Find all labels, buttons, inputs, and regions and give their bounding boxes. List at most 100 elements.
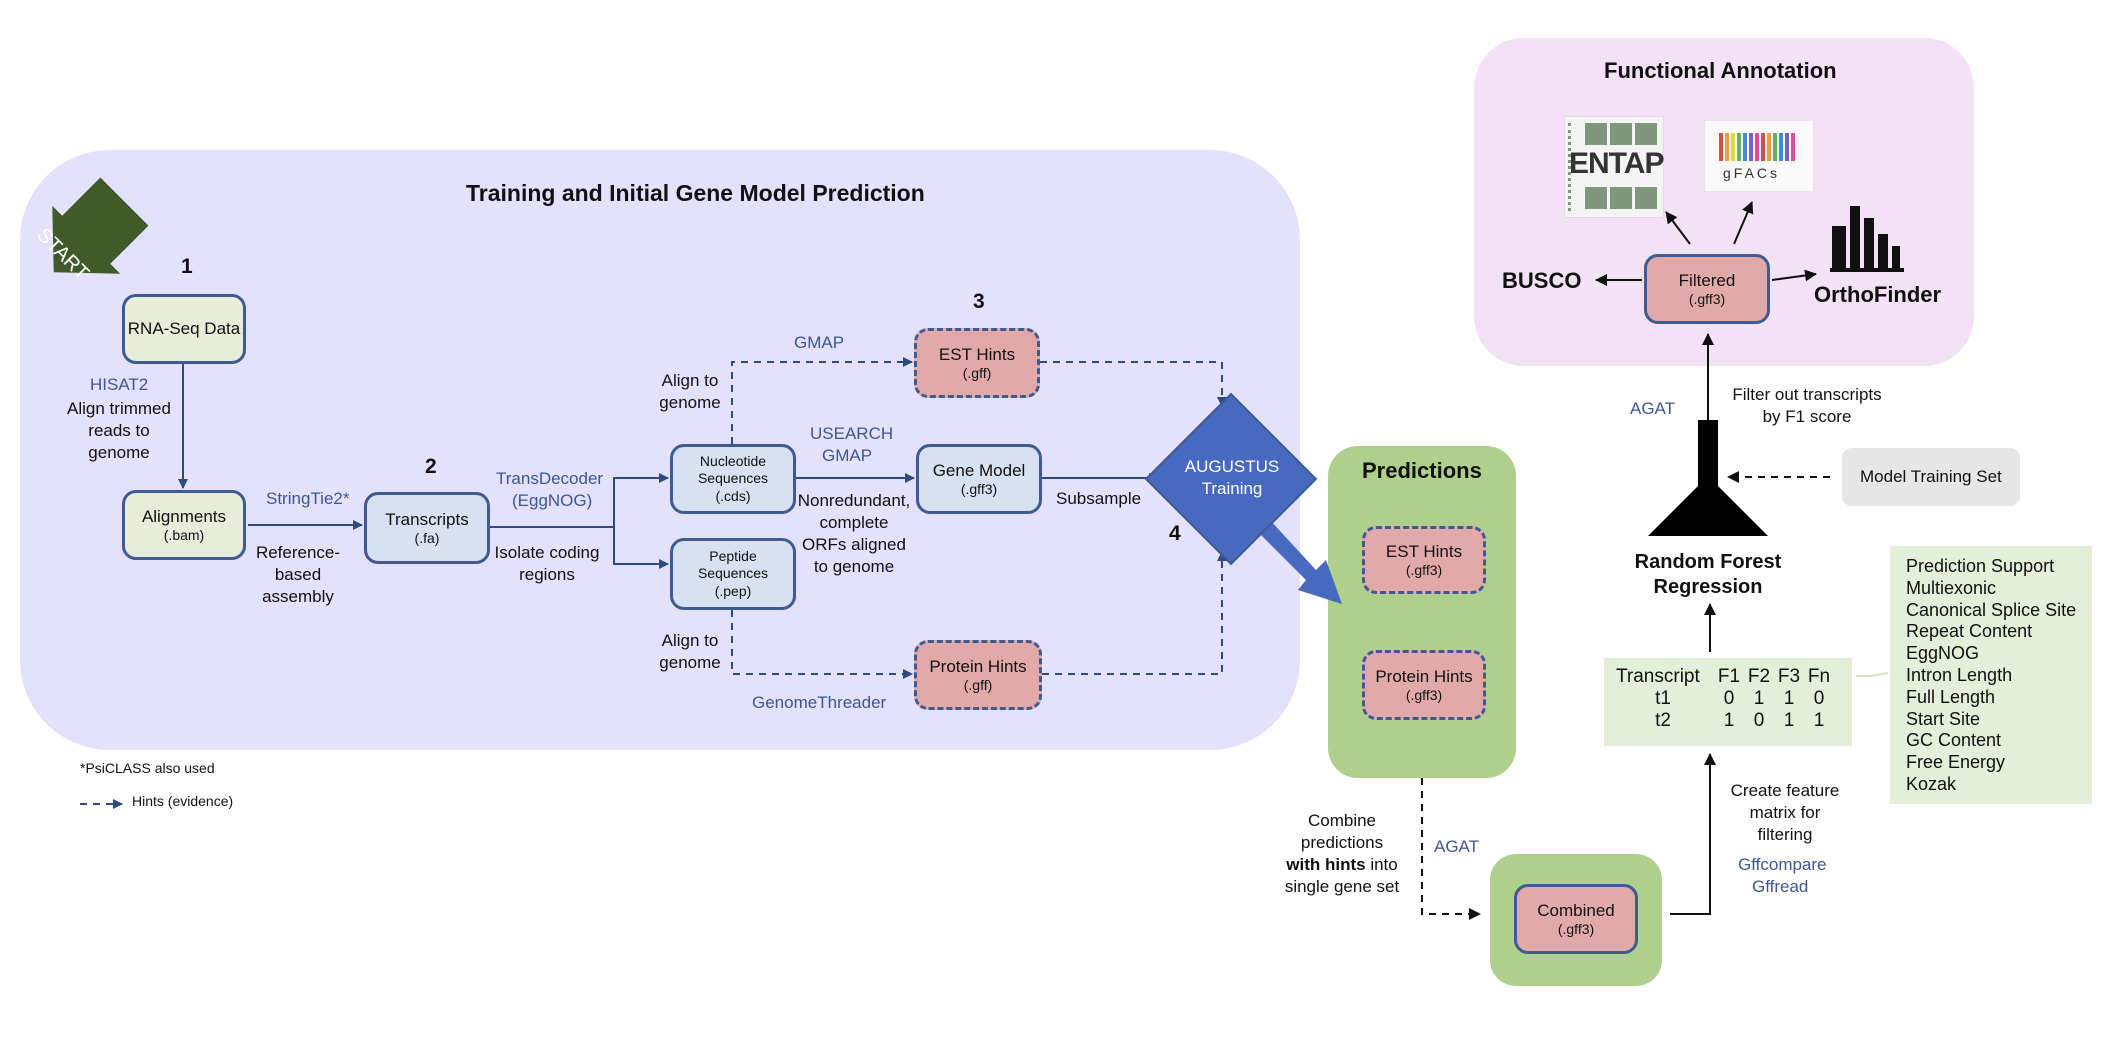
bar-icon <box>1755 133 1759 161</box>
dashed-predictions-combined <box>1421 778 1481 920</box>
bar-icon <box>1761 133 1765 161</box>
gfacs-logo: gFACs <box>1704 120 1814 192</box>
peptide-ext: (.pep) <box>714 582 752 599</box>
feature-item: Prediction Support <box>1906 556 2055 576</box>
augustus-label: AUGUSTUS Training <box>1184 457 1280 499</box>
gmap-mid-label: GMAP <box>822 446 873 465</box>
feature-bracket <box>1856 672 1889 677</box>
matrix-cell: 1 <box>1813 710 1825 731</box>
alignments-node[interactable]: Alignments (.bam) <box>122 490 246 560</box>
est-hints-node[interactable]: EST Hints (.gff) <box>914 328 1040 398</box>
matrix-row: t1 0 1 1 0 <box>1616 688 1834 710</box>
feature-item: EggNOG <box>1906 643 1980 664</box>
predictions-agat-label: AGAT <box>1434 837 1480 856</box>
tile-icon <box>1610 187 1632 209</box>
bar-icon <box>1731 133 1735 161</box>
predictions-protein-node[interactable]: Protein Hints (.gff3) <box>1362 650 1486 720</box>
alignments-label: Alignments <box>141 506 227 526</box>
align-genome-top-label: Align to genome <box>659 371 721 413</box>
matrix-header-row: Transcript F1 F2 F3 Fn <box>1616 666 1834 688</box>
align-genome-bottom-label: Align to genome <box>659 631 721 673</box>
gmap-top-label: GMAP <box>794 333 845 352</box>
gfacs-bars <box>1719 133 1795 161</box>
feature-matrix-table: Transcript F1 F2 F3 Fn t1 0 1 1 0 t2 1 0… <box>1616 666 1834 732</box>
matrix-cell: 1 <box>1723 710 1735 731</box>
combine-bold: with hints <box>1286 855 1366 875</box>
ref-based-label: Reference-based assembly <box>255 543 341 607</box>
combine-text-2: into single gene set <box>1284 855 1400 897</box>
arrow-transcripts-peptide <box>613 527 669 569</box>
feature-item: Intron Length <box>1906 664 2013 685</box>
gene-model-node[interactable]: Gene Model (.gff3) <box>916 444 1042 514</box>
combine-label: Combine predictions with hints into sing… <box>1282 810 1402 898</box>
nucleotide-node[interactable]: Nucleotide Sequences (.cds) <box>670 444 796 514</box>
nucleotide-label: Nucleotide Sequences <box>697 452 769 487</box>
predictions-title: Predictions <box>1362 458 1482 483</box>
feature-item: Multiexonic <box>1906 577 1997 598</box>
gffread-label: Gffread <box>1752 877 1809 896</box>
entap-logo: ENTAP <box>1564 116 1664 218</box>
feature-list-panel <box>1890 546 2092 804</box>
matrix-cell: 0 <box>1813 688 1825 709</box>
training-title: Training and Initial Gene Model Predicti… <box>466 180 925 206</box>
matrix-cell: 1 <box>1783 688 1795 709</box>
combined-ext: (.gff3) <box>1557 920 1595 937</box>
bar-icon <box>1743 133 1747 161</box>
predictions-panel <box>1328 446 1516 778</box>
arrow-transcripts-split <box>490 473 669 528</box>
feature-item: Repeat Content <box>1906 621 2033 642</box>
dashed-nucleotide-est <box>731 357 913 444</box>
predictions-est-ext: (.gff3) <box>1405 561 1443 578</box>
predictions-est-label: EST Hints <box>1385 541 1463 561</box>
isolate-label: Isolate coding regions <box>494 543 600 585</box>
combined-label: Combined <box>1537 900 1615 920</box>
predictions-est-node[interactable]: EST Hints (.gff3) <box>1362 526 1486 594</box>
matrix-header-cell: Fn <box>1807 666 1831 687</box>
peptide-node[interactable]: Peptide Sequences (.pep) <box>670 538 796 610</box>
entap-tiles-bottom <box>1585 187 1657 209</box>
feature-list: Prediction Support Multiexonic Canonical… <box>1906 556 2076 796</box>
align-trimmed-label: Align trimmed reads to genome <box>67 399 171 463</box>
bar-icon <box>1725 133 1729 161</box>
gene-model-ext: (.gff3) <box>960 480 998 497</box>
matrix-cell: 1 <box>1783 710 1795 731</box>
step-2: 2 <box>425 455 437 478</box>
arrow-filtered-entap <box>1665 211 1691 245</box>
transcripts-node[interactable]: Transcripts (.fa) <box>364 492 490 564</box>
predictions-protein-label: Protein Hints <box>1375 666 1473 686</box>
protein-hints-node[interactable]: Protein Hints (.gff) <box>914 640 1042 710</box>
filtered-node[interactable]: Filtered (.gff3) <box>1644 254 1770 324</box>
arrow-filtered-orthofinder <box>1771 269 1817 282</box>
gfacs-wordmark: gFACs <box>1723 165 1781 181</box>
create-feature-label: Create feature matrix for filtering <box>1730 781 1840 845</box>
matrix-header-cell: F3 <box>1777 666 1801 687</box>
dashed-protein-augustus <box>1042 551 1227 675</box>
dashed-est-augustus <box>1040 361 1227 407</box>
combined-node[interactable]: Combined (.gff3) <box>1514 884 1638 954</box>
tile-icon <box>1635 187 1657 209</box>
gene-model-label: Gene Model <box>932 460 1026 480</box>
tile-icon <box>1610 123 1632 145</box>
hints-legend-label: Hints (evidence) <box>132 793 234 809</box>
feature-item: GC Content <box>1906 730 2002 751</box>
feature-item: Start Site <box>1906 708 1981 729</box>
stringtie-label: StringTie2* <box>266 489 350 508</box>
random-forest-shape <box>1648 420 1768 536</box>
feature-item: Kozak <box>1906 773 1957 794</box>
bar-icon <box>1767 133 1771 161</box>
protein-hints-ext: (.gff) <box>963 676 993 693</box>
bar-icon <box>1791 133 1795 161</box>
rnaseq-node[interactable]: RNA-Seq Data <box>122 294 246 364</box>
matrix-cell: 0 <box>1753 710 1765 731</box>
peptide-label: Peptide Sequences <box>697 547 769 582</box>
model-training-label: Model Training Set <box>1860 467 2002 486</box>
random-forest-label: Random Forest Regression <box>1634 551 1782 598</box>
matrix-cell: t1 <box>1655 688 1671 709</box>
matrix-cell: 1 <box>1753 688 1765 709</box>
step-4: 4 <box>1169 522 1181 545</box>
functional-title: Functional Annotation <box>1604 58 1837 83</box>
training-panel <box>20 150 1300 750</box>
bar-icon <box>1779 133 1783 161</box>
bar-icon <box>1737 133 1741 161</box>
